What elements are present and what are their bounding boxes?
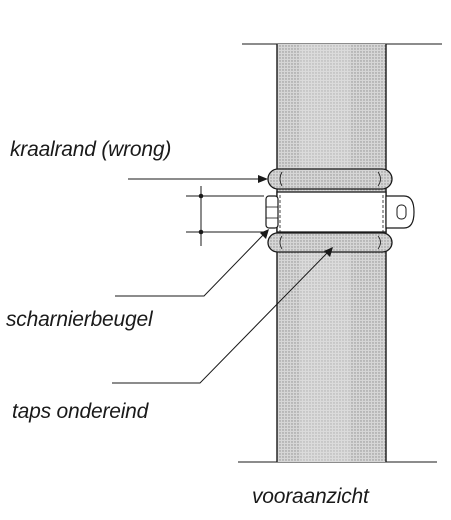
- label-hinge-bracket: scharnierbeugel: [6, 308, 153, 331]
- leader-taps-ondereind: [112, 247, 333, 384]
- clamp-slot: [396, 204, 407, 220]
- bead-rim-top: [267, 168, 393, 190]
- label-tapered-lower-end: taps ondereind: [12, 400, 149, 423]
- label-bead-rim: kraalrand (wrong): [10, 138, 172, 161]
- leader-scharnierbeugel: [115, 229, 269, 297]
- tube: [276, 44, 387, 462]
- label-front-view: vooraanzicht: [252, 485, 369, 508]
- leader-kraalrand: [128, 175, 268, 183]
- hinge-knuckle: [265, 195, 279, 229]
- dimension-marker: [186, 186, 264, 246]
